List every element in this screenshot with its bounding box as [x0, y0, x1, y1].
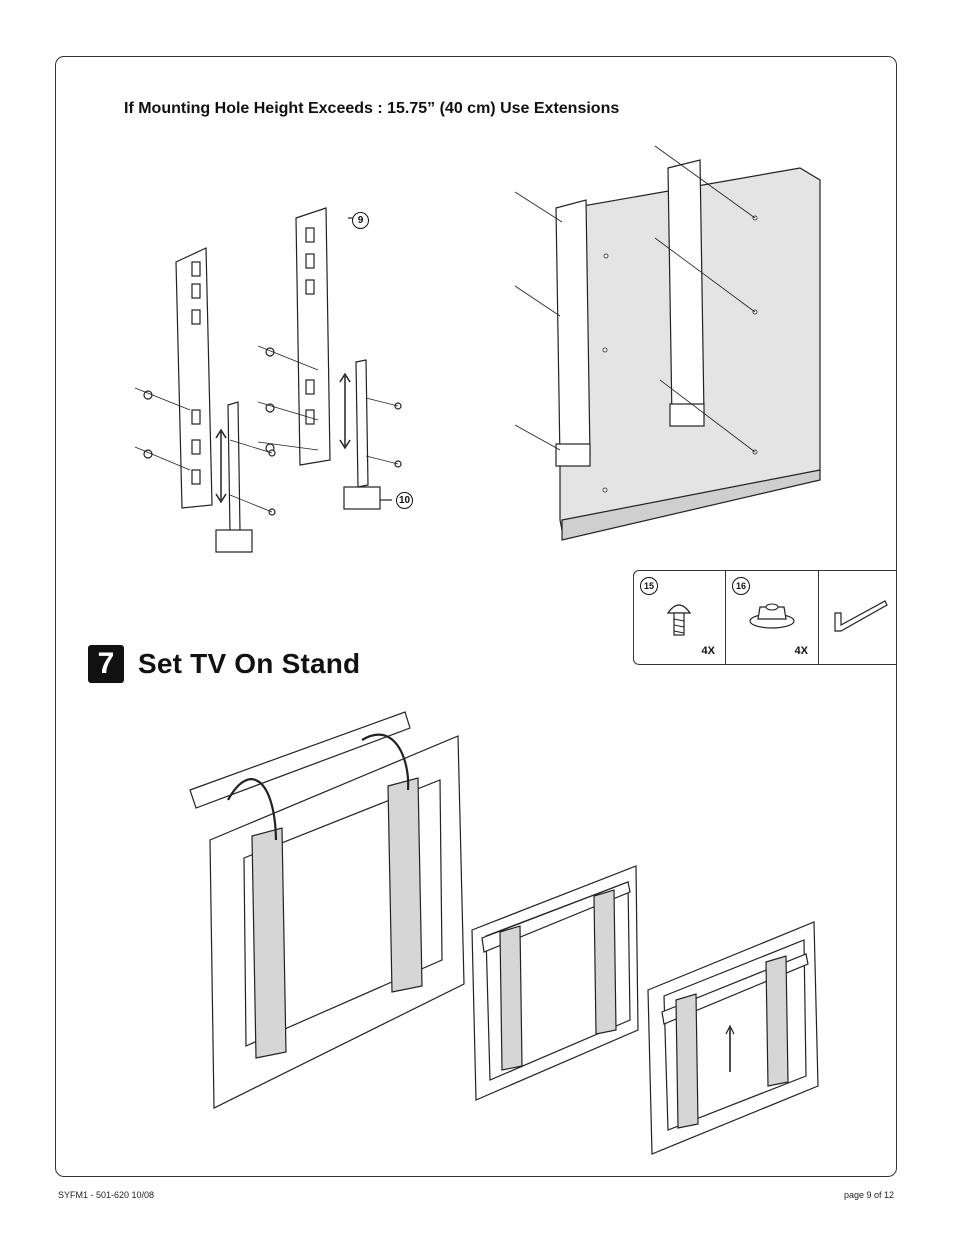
mounting-plate-9-illustration — [295, 207, 331, 466]
part-9-callout: 9 — [352, 212, 369, 229]
page-heading: If Mounting Hole Height Exceeds : 15.75”… — [124, 100, 620, 117]
part-15-cell: 15 4X — [634, 571, 726, 665]
footer-doc-id: SYFM1 - 501-620 10/08 — [58, 1190, 155, 1200]
step-number-badge: 7 — [88, 645, 124, 683]
adjust-arrow-illustration — [215, 372, 351, 504]
tv-medium-illustration — [471, 865, 639, 1101]
page-frame — [55, 56, 897, 1177]
extension-10-illustration — [343, 359, 381, 510]
part-16-cell: 16 4X — [726, 571, 819, 665]
tv-large-illustration — [189, 711, 465, 1109]
allen-wrench-cell — [819, 571, 898, 665]
mounting-plate-left-illustration — [175, 247, 253, 553]
tv-back-illustration — [514, 145, 821, 541]
step-title: Set TV On Stand — [138, 648, 361, 679]
tv-small-illustration — [647, 921, 819, 1155]
allen-wrench-icon — [834, 600, 888, 632]
screw-icon — [666, 604, 692, 636]
part-number-badge: 16 — [732, 577, 750, 595]
hardware-screws-illustration — [143, 347, 402, 516]
part-10-callout: 10 — [396, 492, 413, 509]
parts-list: 15 4X 16 4X — [633, 570, 897, 665]
part-number-badge: 15 — [640, 577, 658, 595]
part-quantity: 4X — [794, 645, 808, 657]
part-quantity: 4X — [701, 645, 715, 657]
step-7-header: 7 Set TV On Stand — [88, 645, 360, 683]
nut-icon — [749, 603, 795, 629]
footer-page-number: page 9 of 12 — [843, 1190, 894, 1200]
